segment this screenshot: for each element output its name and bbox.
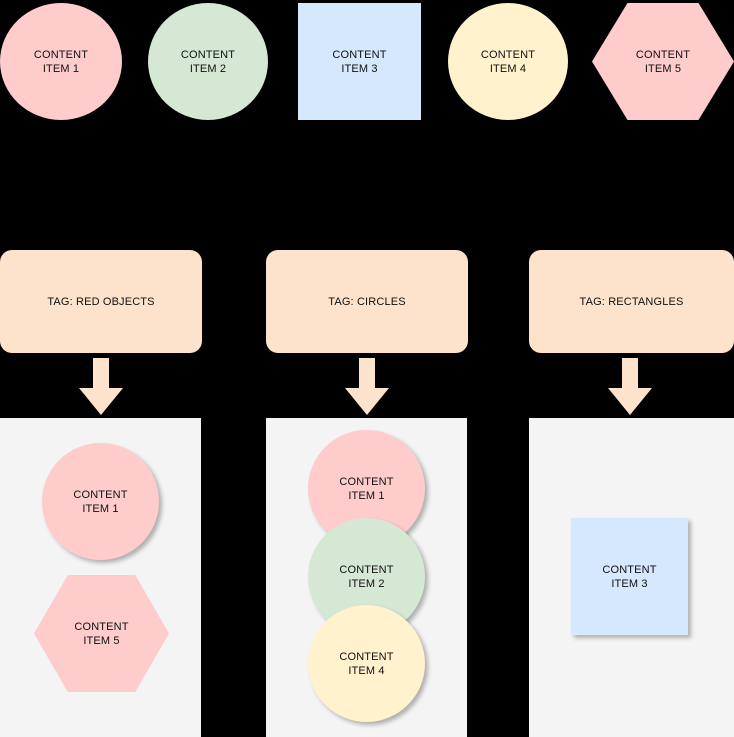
arrow-head-icon [608, 388, 652, 415]
arrow-red-objects [79, 358, 123, 415]
arrow-circles [345, 358, 389, 415]
result-item-1-label: CONTENT ITEM 1 [73, 488, 128, 515]
circles-item-1-label: CONTENT ITEM 1 [339, 475, 394, 502]
content-item-5-label: CONTENT ITEM 5 [635, 48, 691, 75]
content-item-2-label: CONTENT ITEM 2 [180, 48, 236, 75]
result-item-1[interactable]: CONTENT ITEM 1 [42, 443, 159, 560]
tag-circles-label: TAG: CIRCLES [328, 295, 406, 308]
content-item-5[interactable]: CONTENT ITEM 5 [592, 3, 734, 120]
tag-red-objects-label: TAG: RED OBJECTS [47, 295, 155, 308]
rect-item-3[interactable]: CONTENT ITEM 3 [571, 518, 688, 635]
tag-circles[interactable]: TAG: CIRCLES [266, 250, 468, 353]
content-item-2[interactable]: CONTENT ITEM 2 [148, 3, 268, 120]
arrow-shaft [622, 358, 638, 388]
content-item-1[interactable]: CONTENT ITEM 1 [0, 3, 122, 120]
tag-rectangles-label: TAG: RECTANGLES [579, 295, 684, 308]
tag-red-objects[interactable]: TAG: RED OBJECTS [0, 250, 202, 353]
content-item-4[interactable]: CONTENT ITEM 4 [448, 3, 568, 120]
tag-rectangles[interactable]: TAG: RECTANGLES [529, 250, 734, 353]
arrow-head-icon [345, 388, 389, 415]
arrow-head-icon [79, 388, 123, 415]
arrow-shaft [359, 358, 375, 388]
content-item-3-label: CONTENT ITEM 3 [332, 48, 387, 75]
content-item-1-label: CONTENT ITEM 1 [33, 48, 89, 75]
content-item-4-label: CONTENT ITEM 4 [480, 48, 536, 75]
circles-item-4[interactable]: CONTENT ITEM 4 [308, 605, 425, 722]
arrow-shaft [93, 358, 109, 388]
content-item-3[interactable]: CONTENT ITEM 3 [298, 3, 421, 120]
rect-item-3-label: CONTENT ITEM 3 [602, 563, 657, 590]
arrow-rectangles [608, 358, 652, 415]
result-item-5-label: CONTENT ITEM 5 [74, 620, 129, 647]
circles-item-2-label: CONTENT ITEM 2 [339, 563, 394, 590]
circles-item-4-label: CONTENT ITEM 4 [339, 650, 394, 677]
